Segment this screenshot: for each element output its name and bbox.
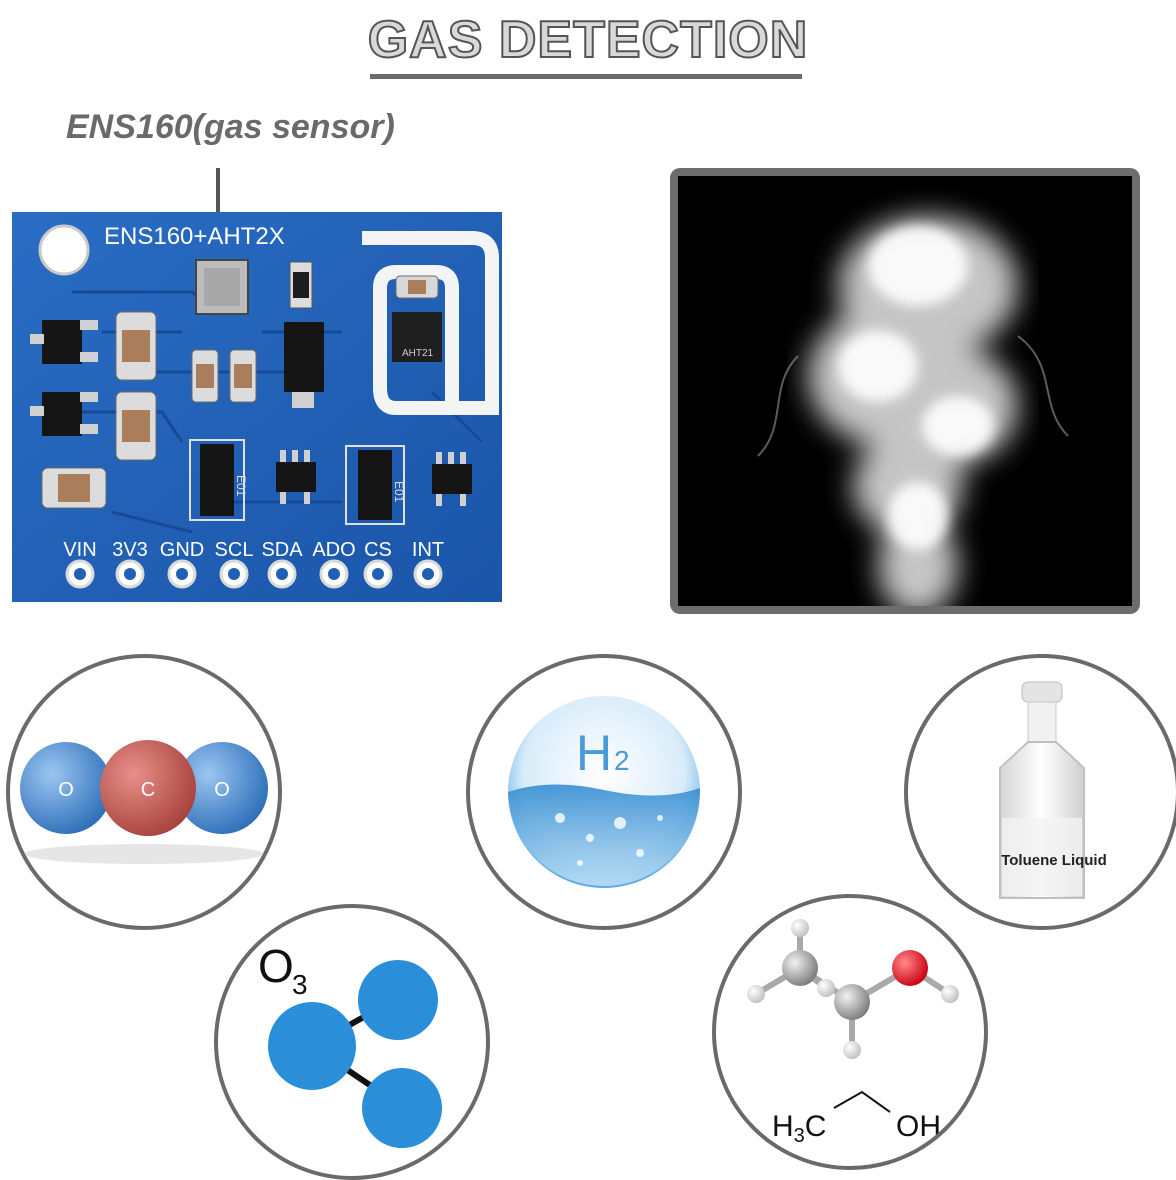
ethanol-right-group: OH (896, 1110, 941, 1143)
oxygen-atom (176, 742, 268, 834)
title-underline (370, 74, 802, 79)
oxygen-atom (358, 960, 438, 1040)
pin-hole-center (124, 568, 136, 580)
svg-text:O: O (214, 779, 230, 801)
page-title: GAS DETECTION (367, 10, 809, 70)
oxygen-atom (892, 950, 928, 986)
board-name: ENS160+AHT2X (104, 223, 285, 250)
pin-label-int: INT (412, 539, 444, 561)
carbon-atom (782, 950, 818, 986)
o3-formula: O (258, 940, 294, 992)
pin-hole-center (74, 568, 86, 580)
svg-text:C: C (141, 779, 155, 801)
svg-text:2: 2 (614, 745, 630, 776)
capacitor (41, 311, 257, 509)
pin-label-3v3: 3V3 (112, 539, 148, 561)
carbon-atom (100, 740, 196, 836)
pin-hole-center (228, 568, 240, 580)
pin-holes (65, 559, 443, 589)
aht-chip (392, 312, 442, 362)
pin-hole-center (328, 568, 340, 580)
transistor (42, 320, 82, 436)
pin-label-vin: VIN (63, 539, 96, 561)
pin-label-ado: ADO (312, 539, 355, 561)
pin-hole-center (372, 568, 384, 580)
svg-text:AHT21: AHT21 (402, 348, 434, 359)
ozone-circle: O 3 (214, 904, 490, 1180)
toluene-circle: Toluene Liquid (904, 654, 1176, 930)
co2-circle: O C O (6, 654, 282, 930)
toluene-label: Toluene Liquid (1001, 852, 1107, 869)
pcb-board: ENS160+AHT2X AHT21 E01 E01 (12, 212, 502, 602)
ethanol-circle: H3C OH (712, 894, 988, 1170)
oxygen-atom (20, 742, 112, 834)
hydrogen-circle: H 2 (466, 654, 742, 930)
ic-chip: E01 E01 (189, 439, 406, 525)
pin-label-cs: CS (364, 539, 392, 561)
carbon-atom (834, 984, 870, 1020)
sensor-label: ENS160(gas sensor) (66, 108, 395, 146)
pin-hole-center (276, 568, 288, 580)
mounting-hole (38, 224, 90, 276)
pin-label-gnd: GND (160, 539, 204, 561)
smoke-image (678, 176, 1132, 606)
pin-labels: VIN 3V3 GND SCL SDA ADO CS INT (63, 539, 444, 561)
ethanol-left-group: H3C (772, 1110, 826, 1147)
regulator (284, 322, 324, 392)
bottle-stopper (1021, 681, 1063, 703)
pin-label-sda: SDA (261, 539, 303, 561)
pin-label-scl: SCL (215, 539, 254, 561)
oxygen-atom (362, 1068, 442, 1148)
pin-hole-center (422, 568, 434, 580)
svg-text:O: O (58, 779, 74, 801)
h2-formula: H (576, 725, 612, 781)
oxygen-atom (268, 1002, 356, 1090)
svg-text:E01: E01 (234, 475, 248, 497)
svg-text:E01: E01 (392, 481, 406, 503)
svg-text:3: 3 (292, 969, 308, 1000)
pin-hole-center (176, 568, 188, 580)
sot-chip (276, 462, 472, 494)
